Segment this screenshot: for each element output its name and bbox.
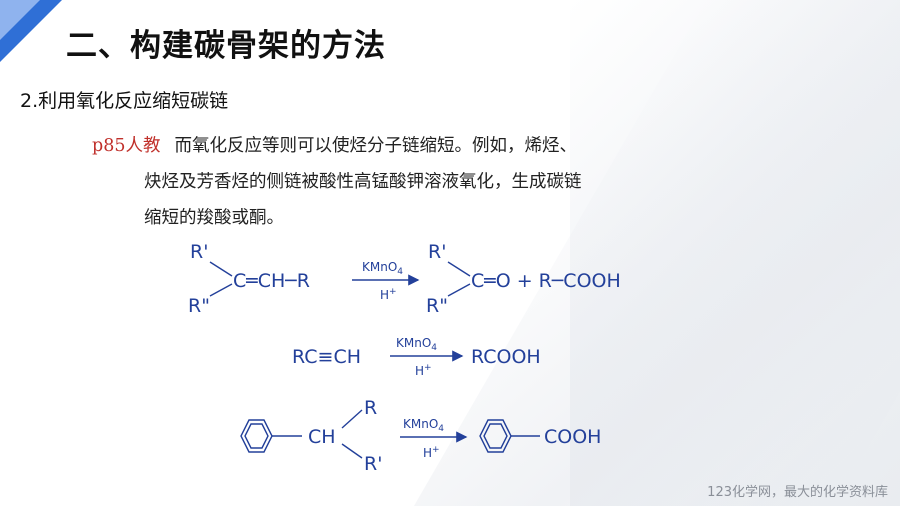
eq1-reactant: C═CH─R [233,270,310,292]
paragraph-line-1: p85人教而氧化反应等则可以使烃分子链缩短。例如，烯烃、 [92,128,712,164]
equation-aromatic-oxidation: CH R R' KMnO4 H+ COOH [240,397,601,475]
eq3-bond-lower [341,443,363,459]
eq2-reactant: RC≡CH [292,346,361,368]
eq1-substituent-r1: R' [190,241,208,263]
paragraph-line-3: 缩短的羧酸或酮。 [144,208,284,228]
eq2-oxidant: KMnO4 [396,336,437,353]
description-paragraph: p85人教而氧化反应等则可以使烃分子链缩短。例如，烯烃、 炔烃及芳香烃的侧链被酸… [92,128,712,236]
eq1-product: C═O + R─COOH [471,270,621,292]
paragraph-line-2: 炔烃及芳香烃的侧链被酸性高锰酸钾溶液氧化，生成碳链 [144,172,582,192]
textbook-reference: p85人教 [92,136,161,156]
eq1-product-r2: R" [426,295,448,317]
benzene-ring-product [479,419,540,453]
eq1-acid: H+ [380,287,397,302]
eq1-product-bond-upper [447,261,471,277]
eq3-oxidant: KMnO4 [403,417,444,434]
corner-decoration-inner [0,0,40,40]
eq1-substituent-r2: R" [188,295,210,317]
eq2-acid: H+ [415,363,432,378]
equation-alkyne-oxidation: RC≡CH KMnO4 H+ RCOOH [292,336,541,378]
eq1-bond-lower [209,283,233,297]
eq3-product-group: COOH [544,426,601,448]
watermark: 123化学网，最大的化学资料库 [707,485,888,500]
eq3-acid: H+ [423,445,440,460]
equation-alkene-oxidation: R' R" C═CH─R KMnO4 H+ R' R" C═O + R─COOH [188,241,621,317]
eq1-bond-upper [209,261,233,277]
eq1-product-bond-lower [447,283,471,297]
eq3-bond-upper [341,409,363,429]
eq1-oxidant: KMnO4 [362,260,403,277]
slide-title: 二、构建碳骨架的方法 [66,28,386,64]
eq3-reactant-ch: CH [308,426,336,448]
eq3-substituent-bottom: R' [364,453,382,475]
paragraph-text-1: 而氧化反应等则可以使烃分子链缩短。例如，烯烃、 [174,136,577,156]
section-subtitle: 2.利用氧化反应缩短碳链 [20,90,229,112]
eq1-product-r1: R' [428,241,446,263]
eq3-substituent-top: R [364,397,377,419]
benzene-ring-reactant [240,419,302,453]
eq2-product: RCOOH [471,346,541,368]
